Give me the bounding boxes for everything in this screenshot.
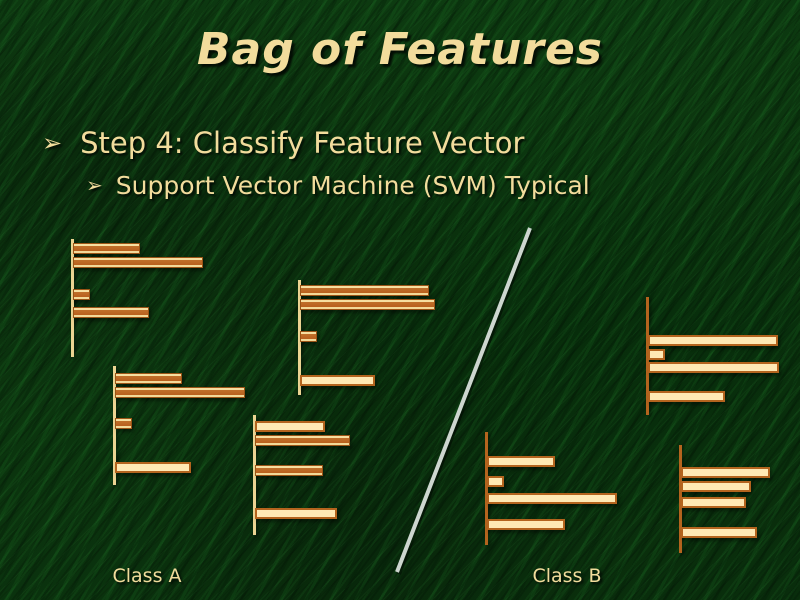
page-title: Bag of Features [197,24,603,75]
histogram-bar [73,257,203,268]
arrow-bullet-icon: ➢ [42,129,63,157]
bullet-step4-text: Step 4: Classify Feature Vector [80,126,525,160]
histogram-bar [648,349,665,360]
histogram-bar [300,285,429,296]
class-a-label: Class A [112,565,182,587]
histogram-bar [487,456,555,467]
bullet-svm-text: Support Vector Machine (SVM) Typical [115,171,590,200]
histogram-bar [255,435,350,446]
histogram-bar [115,462,191,473]
histogram-bar [300,375,375,386]
histogram-bar [487,476,504,487]
histogram-bar [73,289,90,300]
histogram-bar [681,527,757,538]
arrow-bullet-icon: ➢ [86,173,103,197]
histogram-bar [681,467,770,478]
histogram-bar [648,335,778,346]
histogram-bar [255,465,323,476]
histogram-bar [681,497,746,508]
class-b-label: Class B [532,565,602,587]
histogram-bar [115,387,245,398]
histogram-bar [487,493,617,504]
histogram-axis-class-b [646,297,649,415]
histogram-bar [300,299,435,310]
histogram-axis-class-a [253,415,256,535]
histogram-bar [300,331,317,342]
histogram-axis-class-b [679,445,682,553]
histogram-bar [255,508,337,519]
histogram-bar [487,519,565,530]
bullet-step4: ➢ Step 4: Classify Feature Vector [42,126,524,160]
histogram-bar [73,243,140,254]
histogram-bar [255,421,325,432]
histogram-axis-class-a [113,366,116,485]
histogram-bar [115,373,182,384]
histogram-bar [681,481,751,492]
histogram-axis-class-a [298,280,301,395]
histogram-bar [648,391,725,402]
histogram-bar [115,418,132,429]
histogram-bar [648,362,779,373]
histogram-bar [73,307,149,318]
bullet-svm: ➢ Support Vector Machine (SVM) Typical [86,171,590,200]
histogram-axis-class-a [71,239,74,357]
